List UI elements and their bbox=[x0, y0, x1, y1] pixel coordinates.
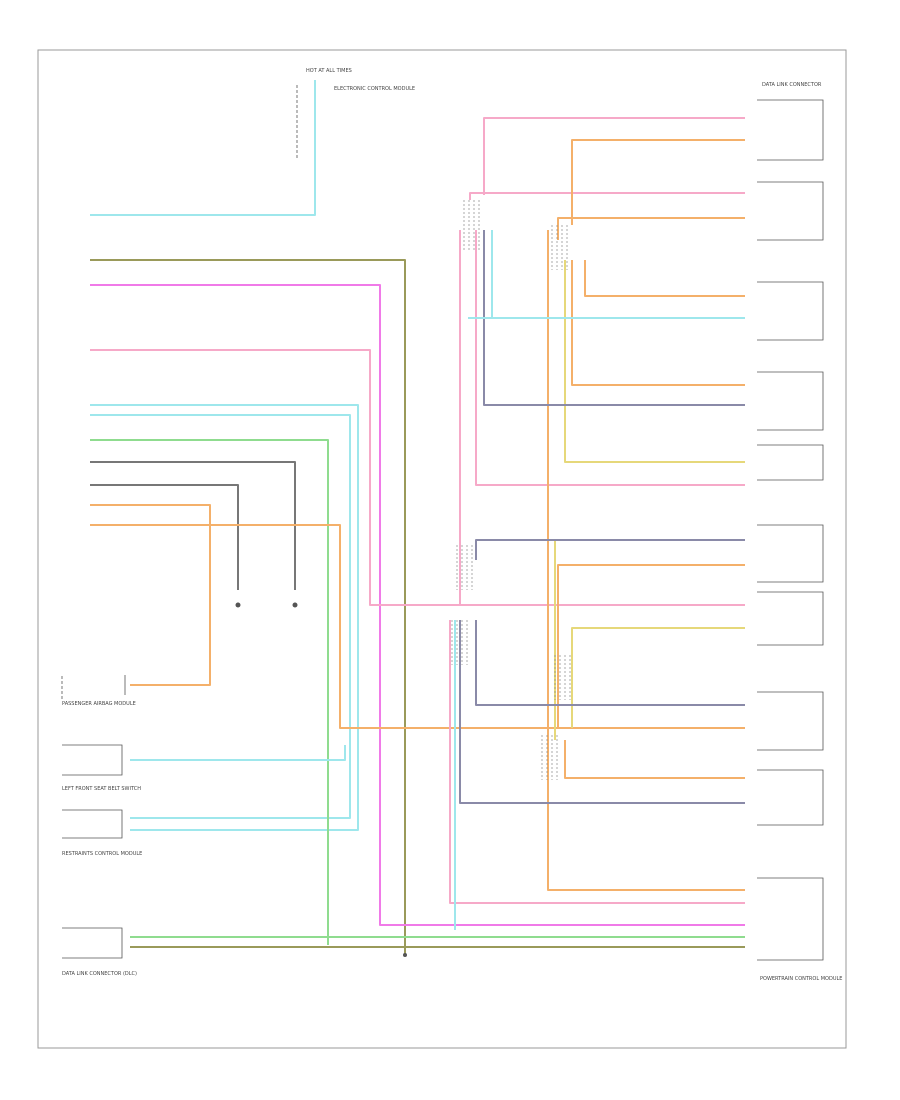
connector-box-10 bbox=[757, 877, 824, 961]
wire-orange bbox=[571, 139, 745, 225]
wire-slate bbox=[459, 620, 745, 804]
connector-box-1 bbox=[757, 99, 824, 161]
wire-yellow bbox=[554, 539, 745, 740]
label-left-1: PASSENGER AIRBAG MODULE bbox=[62, 701, 136, 707]
diagram-frame bbox=[37, 49, 847, 1049]
wire-lightblue bbox=[130, 745, 346, 761]
wire-slate bbox=[475, 539, 745, 560]
left-connector-2 bbox=[62, 744, 123, 776]
wire-orange bbox=[547, 230, 745, 891]
wire-orange bbox=[557, 217, 745, 240]
label-top-center: ELECTRONIC CONTROL MODULE bbox=[334, 86, 415, 92]
left-components bbox=[61, 85, 298, 959]
label-left-2: LEFT FRONT SEAT BELT SWITCH bbox=[62, 786, 141, 792]
labels-layer: ELECTRONIC CONTROL MODULE HOT AT ALL TIM… bbox=[62, 68, 842, 982]
wire-green bbox=[90, 439, 329, 945]
connector-box-9 bbox=[757, 769, 824, 826]
wire-pink bbox=[475, 230, 745, 486]
left-connector-3 bbox=[62, 809, 123, 839]
wire-pink bbox=[469, 192, 745, 200]
label-hot: HOT AT ALL TIMES bbox=[306, 68, 352, 74]
right-components bbox=[757, 99, 824, 961]
wires-layer bbox=[90, 80, 745, 955]
connector-box-3 bbox=[757, 281, 824, 341]
wire-gray bbox=[90, 484, 239, 590]
splice-1 bbox=[403, 953, 407, 957]
wire-orange bbox=[90, 524, 745, 729]
wire-orange bbox=[571, 260, 745, 386]
connector-box-6 bbox=[757, 524, 824, 583]
wire-yellow bbox=[571, 627, 745, 728]
wire-slate bbox=[475, 620, 745, 706]
wire-orange bbox=[564, 740, 745, 779]
ground-2 bbox=[292, 602, 298, 608]
wire-pink bbox=[483, 117, 745, 195]
connector-box-4 bbox=[757, 371, 824, 431]
bundles-layer bbox=[451, 200, 571, 780]
left-connector-4 bbox=[62, 927, 123, 959]
label-left-3: RESTRAINTS CONTROL MODULE bbox=[62, 851, 142, 857]
connector-box-7 bbox=[757, 591, 824, 646]
connector-box-5 bbox=[757, 444, 824, 481]
connector-box-2 bbox=[757, 181, 824, 241]
wire-lightblue bbox=[491, 230, 745, 319]
connector-box-8 bbox=[757, 691, 824, 751]
wire-orange bbox=[557, 564, 745, 728]
wire-lightblue bbox=[90, 404, 359, 831]
label-right-1: DATA LINK CONNECTOR bbox=[762, 82, 822, 88]
label-right-bottom: POWERTRAIN CONTROL MODULE bbox=[760, 976, 842, 982]
wire-orange bbox=[90, 504, 211, 686]
ground-1 bbox=[235, 602, 241, 608]
wire-pink bbox=[90, 349, 745, 606]
wire-lightblue bbox=[90, 414, 351, 819]
ground-symbols bbox=[235, 602, 407, 957]
wire-yellow bbox=[564, 260, 745, 463]
wire-pink bbox=[449, 620, 745, 904]
label-left-4: DATA LINK CONNECTOR (DLC) bbox=[62, 971, 137, 977]
wire-olive bbox=[90, 259, 406, 955]
wire-gray bbox=[90, 461, 296, 590]
wire-slate bbox=[483, 230, 745, 406]
wire-lightblue bbox=[90, 80, 316, 216]
wire-orange bbox=[584, 260, 745, 297]
